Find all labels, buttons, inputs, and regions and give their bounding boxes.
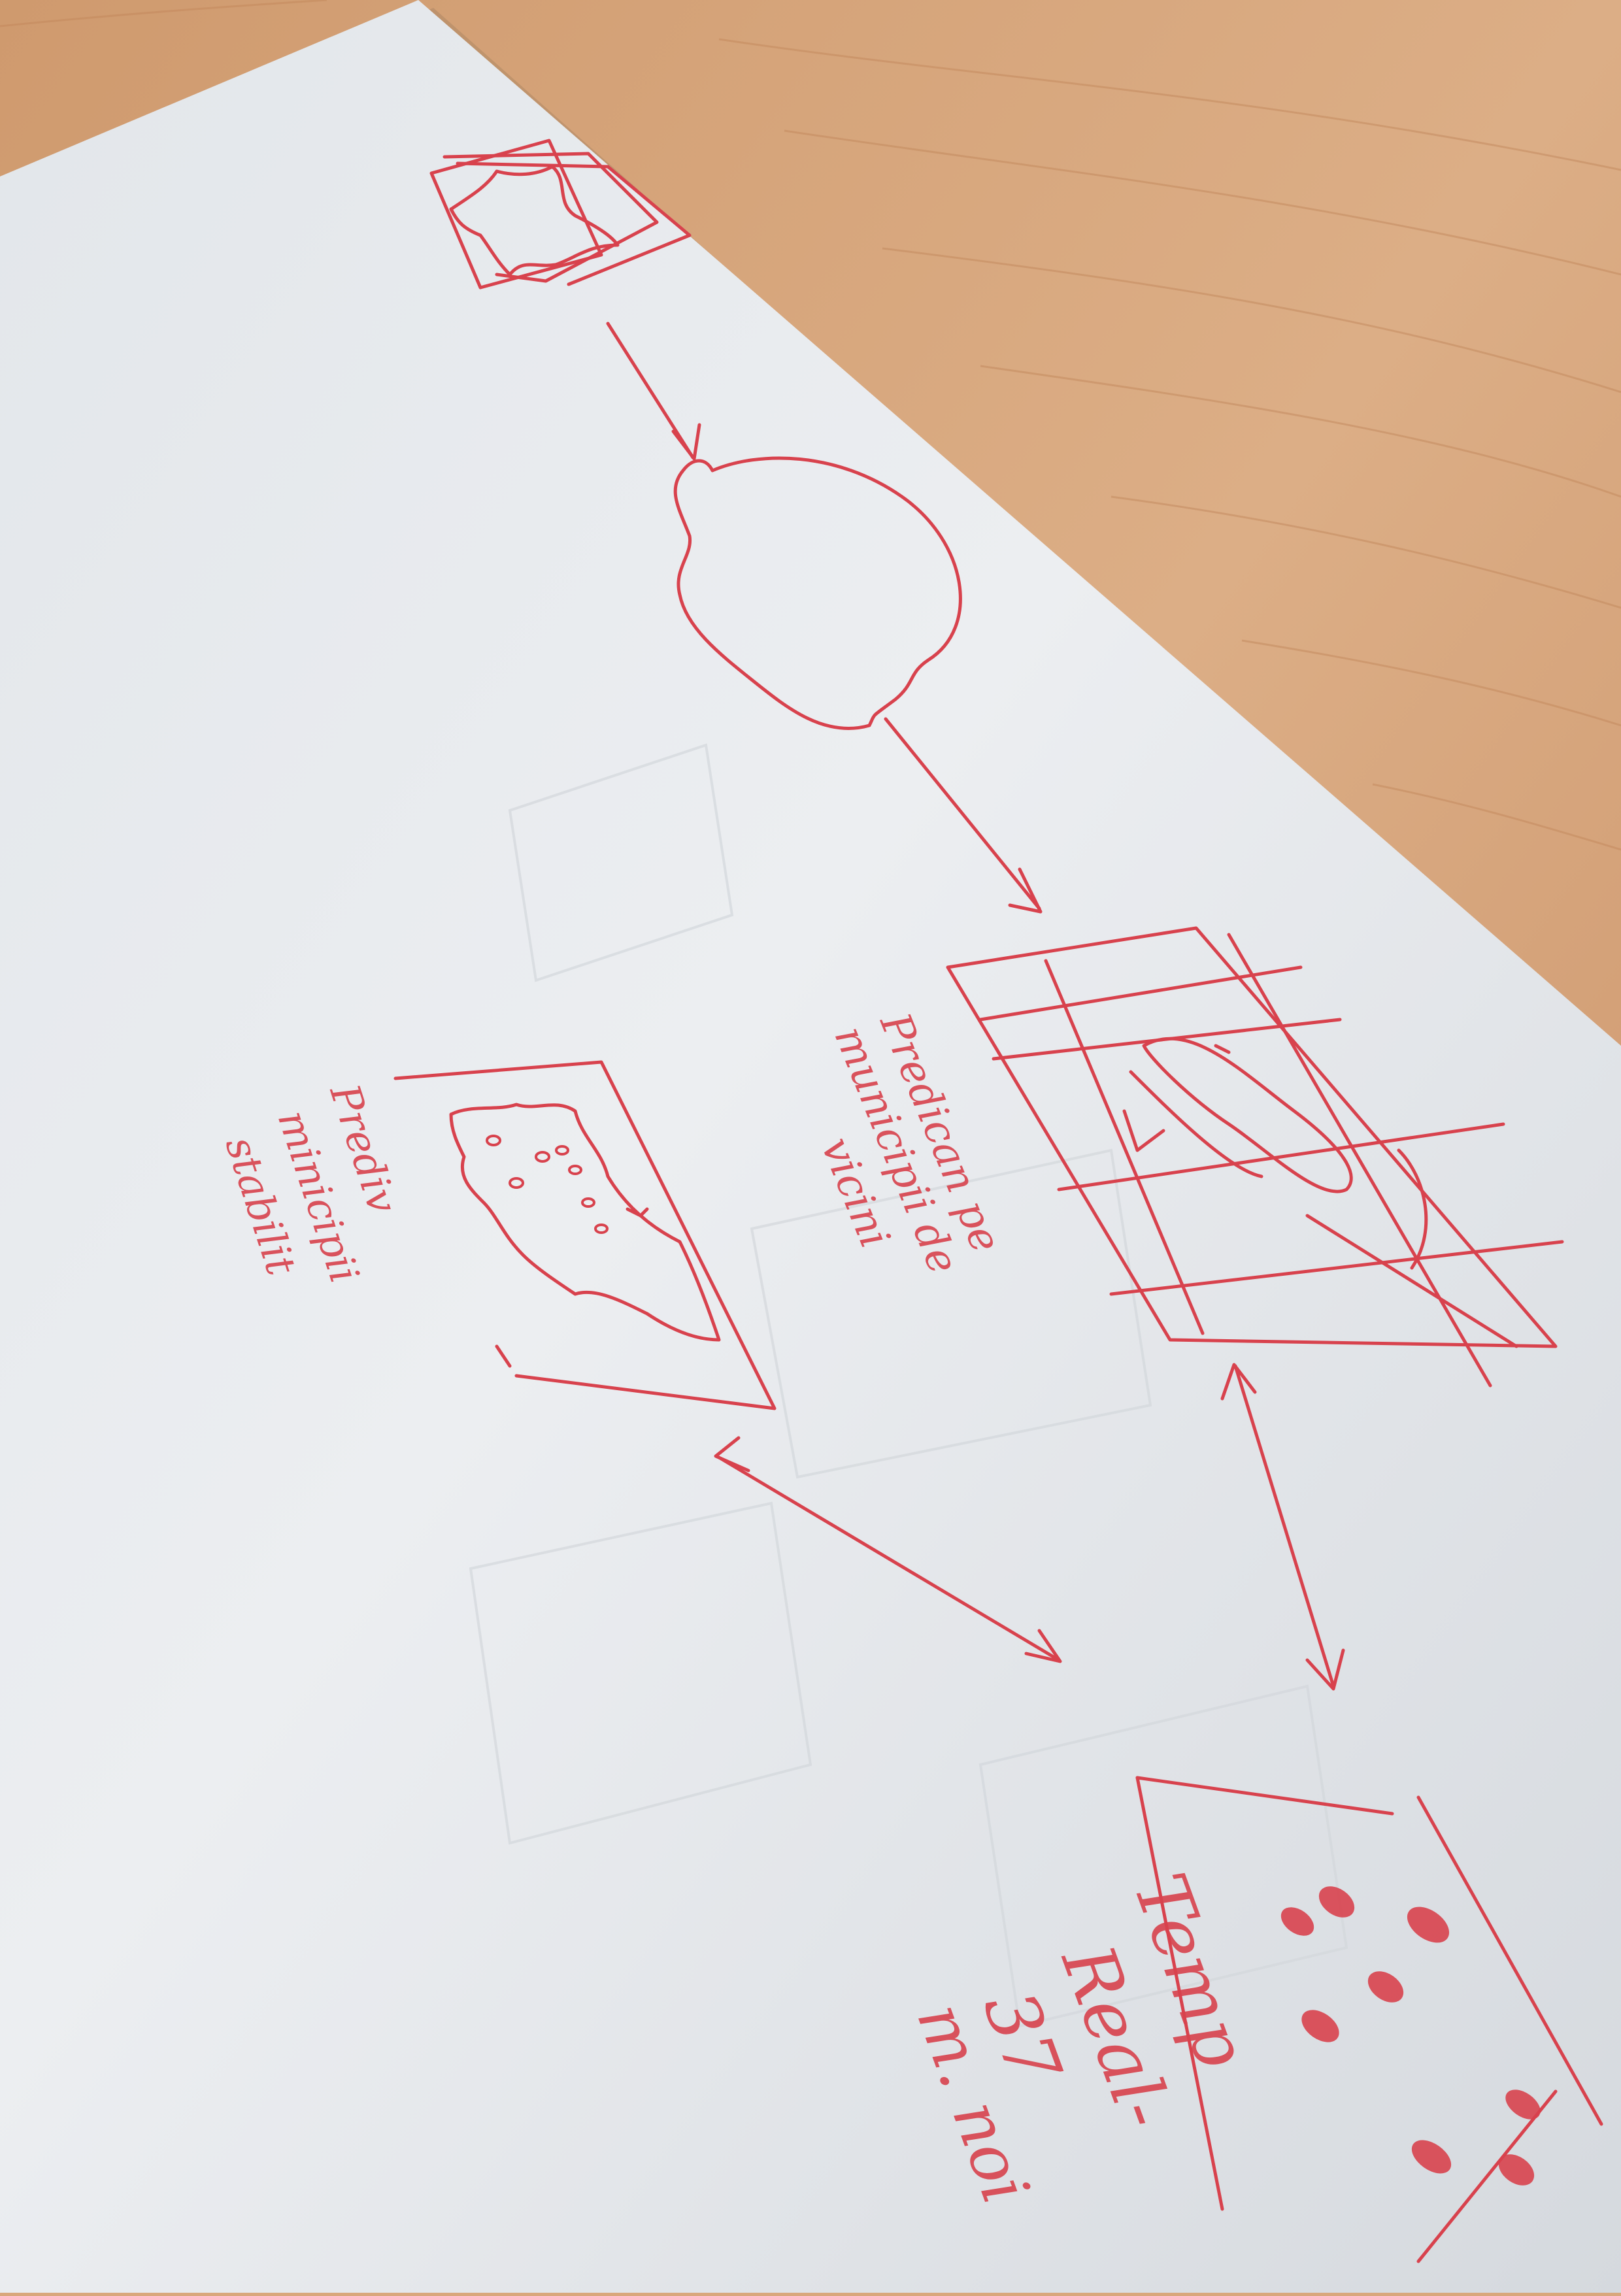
arrow-maps-to-cloud: [606, 322, 701, 461]
left-map-box: [393, 1060, 777, 1410]
red-ink-sketch: [393, 139, 1603, 2263]
bottom-map-dots: [1280, 1886, 1541, 2186]
desk-wood-grain: [0, 0, 1621, 851]
double-arrow-right: [1220, 1363, 1345, 1691]
cloud-shape: [673, 456, 962, 730]
paper-creases: [469, 743, 1348, 2028]
arrow-cloud-to-grid: [884, 717, 1043, 914]
left-map-dots: [486, 1135, 609, 1234]
double-arrow-left: [714, 1436, 1062, 1663]
stacked-maps-icon: [429, 139, 692, 290]
grid-map-icon: [946, 926, 1564, 1388]
bottom-map-box: [1135, 1776, 1603, 2263]
